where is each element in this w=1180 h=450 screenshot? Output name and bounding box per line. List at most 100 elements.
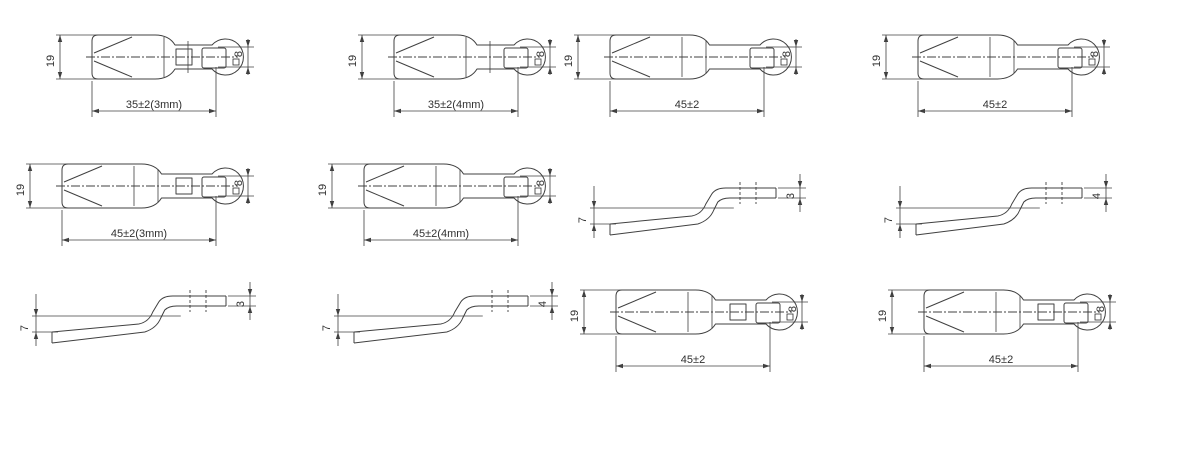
dimension-arrow	[92, 108, 99, 114]
square-symbol	[534, 187, 542, 195]
dimension-arrow	[799, 322, 805, 329]
dimension-arrow	[610, 108, 617, 114]
tongue-line	[925, 291, 965, 309]
dimension-arrow	[335, 332, 341, 339]
dimension-arrow	[245, 169, 251, 176]
tongue-line	[93, 36, 133, 54]
square-symbol	[534, 58, 542, 66]
dimension-arrow	[549, 306, 555, 313]
dimension-arrow	[209, 108, 216, 114]
dimension-arrow	[793, 40, 799, 47]
dimension-arrow	[897, 224, 903, 231]
dimension-arrow	[329, 164, 335, 171]
dimension-arrow	[364, 237, 371, 243]
dimension-arrow	[27, 201, 33, 208]
thickness-dimension-label: 4	[1091, 193, 1103, 199]
dimension-arrow	[1107, 295, 1113, 302]
thickness-dimension-label: 4	[537, 301, 549, 307]
secondary-window	[175, 48, 193, 66]
hole-dimension-label: 8	[787, 306, 799, 312]
tongue-line	[365, 189, 405, 207]
dimension-arrow	[591, 201, 597, 208]
dimension-arrow	[247, 306, 253, 313]
dimension-arrow	[797, 198, 803, 205]
terminal-side-profile	[51, 305, 226, 344]
height-dimension-label: 19	[45, 55, 57, 67]
tongue-line	[395, 36, 435, 54]
dimension-arrow	[394, 108, 401, 114]
dimension-arrow	[1101, 40, 1107, 47]
contact-window	[1057, 47, 1083, 69]
dimension-arrow	[329, 201, 335, 208]
terminal-outline	[917, 34, 1100, 80]
contact-window	[201, 176, 227, 198]
thickness-dimension-label: 3	[235, 301, 247, 307]
tongue-line	[63, 165, 103, 183]
dimension-arrow	[247, 289, 253, 296]
terminal-outline	[609, 34, 792, 80]
tongue-line	[63, 189, 103, 207]
dimension-arrow	[591, 224, 597, 231]
dimension-arrow	[1065, 108, 1072, 114]
dimension-arrow	[57, 72, 63, 79]
hole-dimension-label: 8	[1095, 306, 1107, 312]
dimension-arrow	[335, 309, 341, 316]
length-dimension-label: 35±2(4mm)	[428, 99, 484, 111]
length-dimension-label: 45±2(3mm)	[111, 228, 167, 240]
length-dimension-label: 35±2(3mm)	[126, 99, 182, 111]
dimension-arrow	[575, 72, 581, 79]
terminal-outline	[923, 289, 1106, 335]
dimension-arrow	[575, 35, 581, 42]
hole-dimension-label: 8	[233, 51, 245, 57]
dimension-arrow	[57, 35, 63, 42]
hole-dimension-label: 8	[1089, 51, 1101, 57]
thickness-dimension-label: 3	[785, 193, 797, 199]
offset-dimension-label: 7	[883, 217, 895, 223]
tongue-line	[93, 60, 133, 78]
dimension-arrow	[209, 237, 216, 243]
square-symbol	[232, 187, 240, 195]
offset-dimension-label: 7	[577, 217, 589, 223]
tongue-line	[611, 36, 651, 54]
dimension-arrow	[511, 237, 518, 243]
tongue-line	[617, 315, 657, 333]
dimension-arrow	[757, 108, 764, 114]
dimension-arrow	[547, 40, 553, 47]
dimension-arrow	[27, 164, 33, 171]
dimension-arrow	[511, 108, 518, 114]
contact-window	[503, 47, 529, 69]
dimension-arrow	[245, 196, 251, 203]
dimension-arrow	[581, 290, 587, 297]
secondary-window	[175, 177, 193, 195]
dimension-arrow	[547, 67, 553, 74]
dimension-arrow	[1107, 322, 1113, 329]
terminal-side-view-j: 74	[321, 282, 558, 346]
terminal-outline	[91, 34, 244, 80]
dimension-arrow	[883, 72, 889, 79]
tongue-line	[395, 60, 435, 78]
square-symbol	[1088, 58, 1096, 66]
length-dimension-label: 45±2	[989, 354, 1013, 366]
tongue-line	[919, 60, 959, 78]
dimension-arrow	[616, 363, 623, 369]
dimension-arrow	[883, 35, 889, 42]
dimension-arrow	[1071, 363, 1078, 369]
dimension-arrow	[33, 309, 39, 316]
hole-dimension-label: 8	[535, 51, 547, 57]
height-dimension-label: 19	[877, 310, 889, 322]
dimension-arrow	[581, 327, 587, 334]
square-symbol	[1094, 313, 1102, 321]
contact-window	[1063, 302, 1089, 324]
contact-window	[749, 47, 775, 69]
terminal-side-profile	[609, 187, 776, 225]
length-dimension-label: 45±2	[675, 99, 699, 111]
length-dimension-label: 45±2	[681, 354, 705, 366]
hole-dimension-label: 8	[781, 51, 793, 57]
contact-window	[201, 47, 227, 69]
height-dimension-label: 19	[15, 184, 27, 196]
dimension-arrow	[918, 108, 925, 114]
terminal-side-profile	[609, 197, 776, 236]
